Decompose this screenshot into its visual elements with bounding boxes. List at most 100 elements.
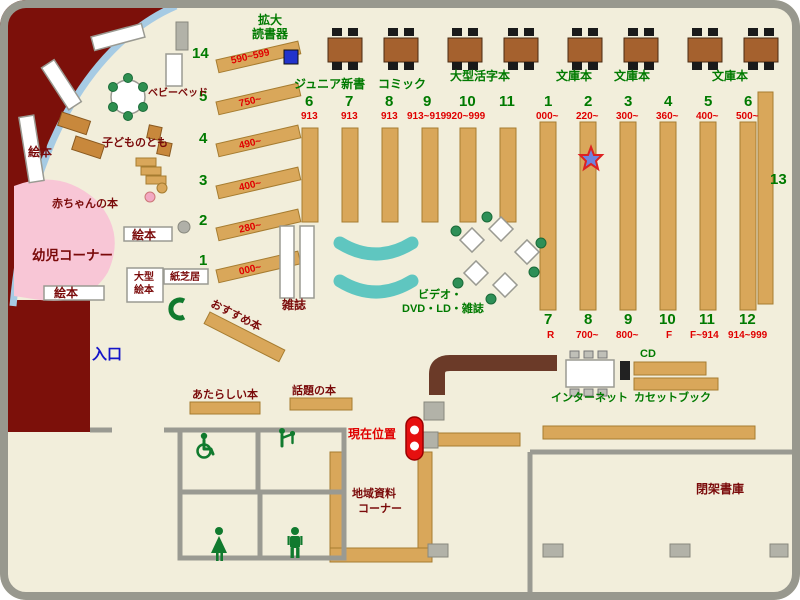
reading-table [503,28,539,70]
shelf-num: 8 [584,311,593,328]
reading-table [327,28,363,70]
shelf-num: 10 [659,311,676,328]
cassette-shelf [633,377,719,391]
magazine-shelves [279,225,315,299]
shelf-num: 3 [199,172,208,189]
label-entrance: 入口 [92,346,123,363]
label-baby-books: 赤ちゃんの本 [52,198,118,210]
large-picturebook-box [126,267,164,303]
copier-block [620,361,630,380]
shelf-range: 500~ [736,111,759,122]
baby-room-icon [279,428,296,448]
stool-gray [177,220,191,234]
label-junior-shinsho: ジュニア新書 [294,77,366,91]
topic-books-shelf [289,397,353,411]
label-kamishibai: 紙芝居 [170,272,200,283]
shelf-range: F~914 [690,330,719,341]
shelf-range: 300~ [616,111,639,122]
shelf-num: 9 [423,93,432,110]
label-shelf-13: 13 [770,171,787,188]
shelf-num: 11 [699,311,715,328]
label-internet: インターネット [551,392,628,404]
label-video-line2: DVD・LD・雑誌 [402,303,484,315]
shelf-num: 12 [739,311,756,328]
label-closed-stacks: 閉架書庫 [696,482,745,496]
interior-walls [90,427,792,592]
wheelchair-icon [196,432,215,459]
womens-toilet-icon [211,527,227,561]
label-topic-books: 話題の本 [292,385,336,397]
label-bunko-3: 文庫本 [712,69,749,83]
av-booths [450,211,547,305]
shelf-range: 913 [301,111,318,122]
shelf-num: 7 [345,93,354,110]
label-picture-books-b: 絵本 [132,228,157,242]
reading-table [623,28,659,70]
shelf-num: 4 [664,93,673,110]
bench-icon [168,297,186,321]
shelf-num: 5 [199,88,208,105]
shelf-range: 700~ [576,330,599,341]
counter-side-shelf [429,432,521,447]
shelf-num: 10 [459,93,476,110]
shelf-range: 400~ [696,111,719,122]
label-baby-bed: ベビーベッド [148,88,208,99]
shelf-num: 2 [199,212,208,229]
cd-shelf [633,361,707,376]
label-large-picture-line2: 絵本 [134,285,154,296]
label-bunko-2: 文庫本 [614,69,651,83]
stool-pink [144,191,156,203]
reading-table [447,28,483,70]
shelf-num: 5 [704,93,713,110]
shelf-range: 913 [381,111,398,122]
shelf-range: 220~ [576,111,599,122]
shelf-range: 913 [341,111,358,122]
magazine-rack-teal [333,236,419,299]
shelf-num: 8 [385,93,394,110]
reading-table [383,28,419,70]
reading-table [743,28,779,70]
shelf-range: 800~ [616,330,639,341]
label-cassette: カセットブック [634,392,711,404]
reading-table [687,28,723,70]
shelf-num: 9 [624,311,633,328]
label-kodomo-no-tomo: 子どものとも [102,137,168,149]
shelf-range: 920~999 [446,111,486,122]
label-magazine: 雑誌 [282,298,307,312]
picture-book-shelves [18,22,173,301]
label-large-print: 大型活字本 [450,69,511,83]
shelf-num: 3 [624,93,633,110]
kids-round-table [108,73,148,121]
shelf-range: F [666,330,673,341]
shelf-num: 1 [199,252,208,269]
stool-tan [156,182,168,194]
label-regional-line2: コーナー [358,503,402,515]
shelf-num: 6 [305,93,314,110]
kamishibai-shelf [163,268,209,285]
label-bunko-1: 文庫本 [556,69,593,83]
shelf-num: 4 [199,130,208,147]
reading-table [567,28,603,70]
toddler-area [14,179,115,301]
mens-toilet-icon [287,527,303,558]
label-magnifier-line1: 拡大 [258,13,283,27]
shelf-range: 000~ [536,111,559,122]
shelf-num: 11 [499,93,515,110]
wall-shelf-13 [757,91,774,305]
service-counter [429,355,557,395]
magnifier-device-icon [283,49,299,65]
label-large-picture-line1: 大型 [134,272,154,283]
label-current-position: 現在位置 [348,427,397,441]
label-comic: コミック [378,77,427,91]
shelf-num: 1 [544,93,553,110]
current-position-marker [405,416,424,461]
label-picture-books-c: 絵本 [54,286,79,300]
shelf-range: 913~919 [407,111,447,122]
shelf-num: 6 [744,93,753,110]
shelf-num: 2 [584,93,593,110]
internet-table [565,350,615,397]
shelf-range: R [547,330,555,341]
label-new-books: あたらしい本 [192,389,258,401]
